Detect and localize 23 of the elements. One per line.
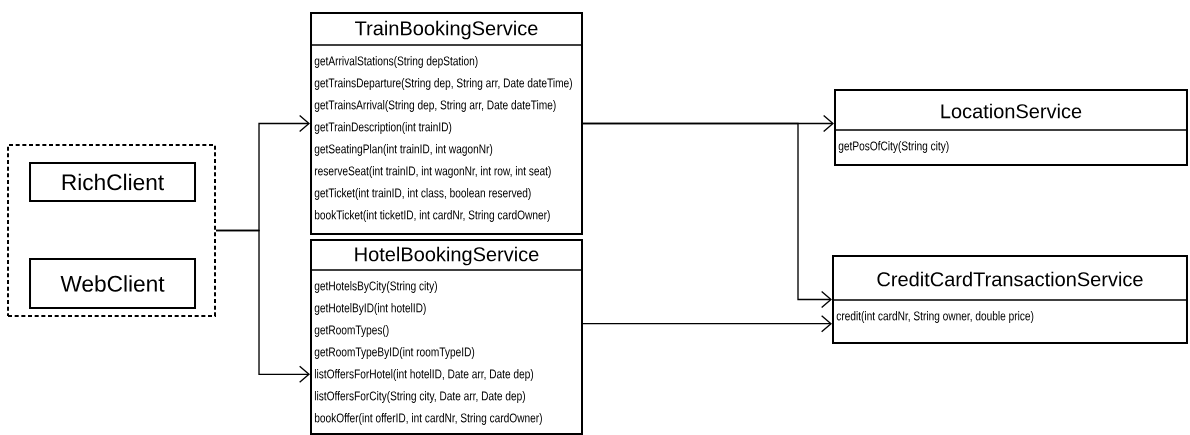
component-box: RichClient <box>29 162 196 202</box>
arrow <box>582 315 832 333</box>
method-text: reserveSeat(int trainID, int wagonNr, int row, int seat) <box>314 166 551 178</box>
method-text: bookTicket(int ticketID, int cardNr, String cardOwner) <box>314 210 550 222</box>
arrow <box>215 229 310 383</box>
method-text: credit(int cardNr, String owner, double price) <box>836 311 1034 323</box>
method-text: getRoomTypeByID(int roomTypeID) <box>314 347 475 359</box>
method-text: getSeatingPlan(int trainID, int wagonNr) <box>314 144 493 156</box>
arrow <box>582 122 832 309</box>
method-text: getRoomTypes() <box>314 325 389 337</box>
method-text: listOffersForHotel(int hotelID, Date arr, Date dep) <box>314 369 534 381</box>
method-text: getTrainsDeparture(String dep, String arr, Date dateTime) <box>314 78 572 90</box>
method-text: getTicket(int trainID, int class, boolean reserved) <box>314 188 531 200</box>
method-text: listOffersForCity(String city, Date arr, Date dep) <box>314 391 525 403</box>
method-text: getHotelsByCity(String city) <box>314 281 437 293</box>
method-text: getTrainsArrival(String dep, String arr, Date dateTime) <box>314 100 556 112</box>
component-box: WebClient <box>29 258 196 309</box>
method-text: getArrivalStations(String depStation) <box>314 56 478 68</box>
method-text: getPosOfCity(String city) <box>838 141 949 153</box>
group-box <box>7 144 216 317</box>
method-text: getTrainDescription(int trainID) <box>314 122 452 134</box>
method-text: bookOffer(int offerID, int cardNr, String cardOwner) <box>314 413 542 425</box>
method-text: getHotelByID(int hotelID) <box>314 303 426 315</box>
